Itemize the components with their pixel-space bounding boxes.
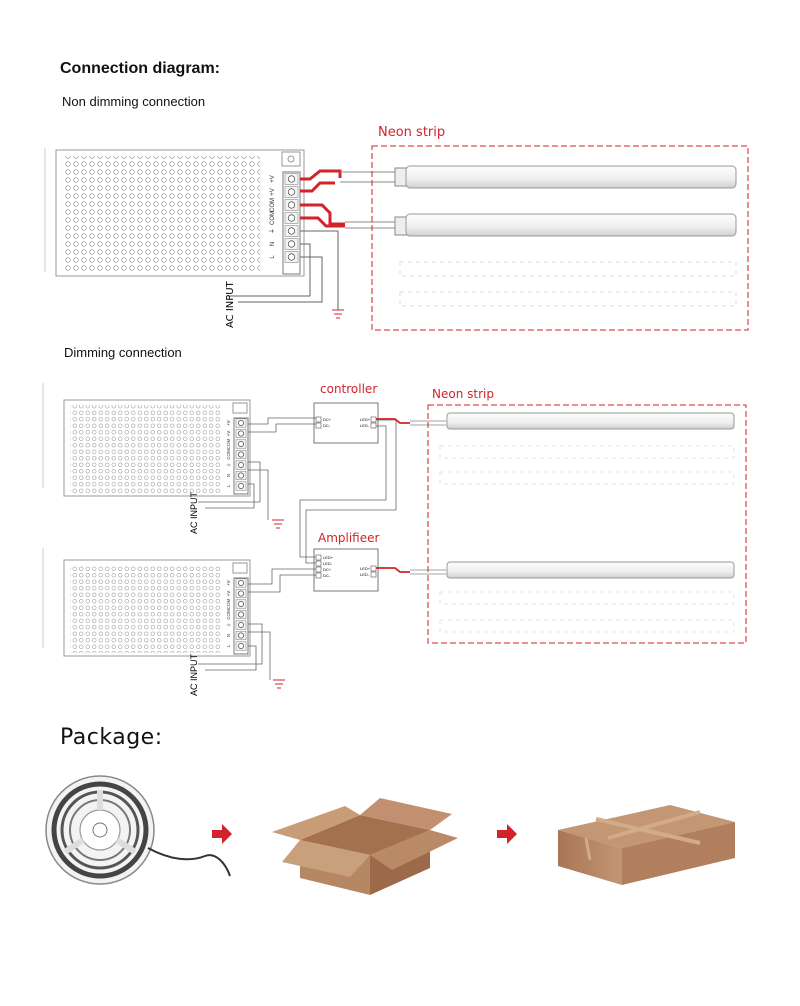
psu-1 (44, 148, 305, 277)
amplifier-in-port-1: LED+ (323, 555, 334, 560)
strip-reel-icon (45, 775, 231, 885)
amplifier-out-port-2: LED- (360, 572, 370, 577)
neon-tube-1 (405, 165, 737, 189)
terminal-label: COM (270, 198, 276, 212)
amplifier-in-port-4: DC- (323, 573, 331, 578)
terminal-label: ⏚ (269, 228, 276, 234)
neon-tube-4 (446, 561, 735, 579)
psu-2 (42, 383, 251, 497)
terminal-screw-icon (287, 201, 296, 209)
terminal-screw-icon (238, 622, 244, 628)
non-dimming-heading: Non dimming connection (62, 94, 206, 109)
amplifier-out-port-1: LED+ (360, 566, 371, 571)
terminal-label: +V (226, 420, 231, 426)
terminal-label: COM (226, 449, 231, 460)
terminal-screw-icon (238, 611, 244, 618)
neon-strip-label-1: Neon strip (378, 125, 446, 140)
ac-input-label-2: AC INPUT (189, 491, 199, 534)
amplifier-box (313, 548, 379, 592)
neon-strip-area-1 (371, 145, 749, 331)
controller-box (313, 402, 379, 444)
terminal-label: +V (270, 188, 276, 196)
terminal-label: +V (270, 175, 276, 183)
controller-in-port-2: DC- (323, 423, 331, 428)
terminal-label: +V (226, 431, 231, 437)
neon-tube-2 (405, 213, 737, 237)
terminal-screw-icon (238, 580, 244, 586)
terminal-label: N (270, 242, 276, 246)
terminal-screw-icon (287, 253, 296, 261)
ground-symbol-1 (332, 309, 344, 319)
terminal-label: ⏚ (225, 623, 231, 628)
ground-symbol-2 (272, 519, 284, 529)
terminal-screw-icon (238, 472, 244, 479)
terminal-label: L (270, 255, 276, 259)
terminal-screw-icon (238, 430, 244, 437)
terminal-screw-icon (238, 483, 244, 489)
controller-label: controller (320, 382, 378, 396)
controller-out-port-1: LED+ (360, 417, 371, 422)
terminal-label: L (226, 644, 231, 647)
terminal-screw-icon (287, 214, 296, 222)
terminal-screw-icon (238, 462, 244, 468)
terminal-screw-icon (238, 451, 244, 458)
ac-input-label-1: AC INPUT (225, 280, 236, 328)
terminal-label: COM (226, 609, 231, 620)
package-title: Package: (60, 725, 163, 750)
amplifier-label: Amplifieer (318, 531, 380, 545)
terminal-label: COM (270, 211, 276, 225)
terminal-screw-icon (238, 643, 244, 649)
ac-input-label-3: AC INPUT (189, 653, 199, 696)
terminal-label: +V (226, 591, 231, 597)
ground-symbol-3 (273, 679, 285, 689)
terminal-screw-icon (238, 601, 244, 607)
closed-box-icon (558, 805, 735, 885)
amplifier-in-port-3: DC+ (323, 567, 332, 572)
terminal-screw-icon (287, 188, 296, 196)
neon-strip-label-2: Neon strip (432, 387, 494, 401)
terminal-screw-icon (238, 590, 244, 597)
neon-strip-area-2 (427, 404, 747, 644)
terminal-label: L (226, 484, 231, 487)
terminal-label: +V (226, 580, 231, 586)
controller-out-port-2: LED- (360, 423, 370, 428)
terminal-screw-icon (238, 441, 244, 447)
neon-tube-3 (446, 412, 735, 430)
terminal-screw-icon (238, 632, 244, 639)
terminal-label: ⏚ (225, 463, 231, 468)
controller-in-port-1: DC+ (323, 417, 332, 422)
dimming-heading: Dimming connection (64, 345, 182, 360)
terminal-label: COM (226, 599, 231, 610)
arrow-right-icon-1 (212, 824, 232, 844)
terminal-label: COM (226, 439, 231, 450)
open-box-icon (272, 798, 458, 895)
psu-3 (42, 548, 251, 657)
amplifier-in-port-2: LED- (323, 561, 333, 566)
terminal-label: N (226, 474, 231, 477)
connection-diagram-title: Connection diagram: (60, 60, 221, 77)
terminal-screw-icon (287, 240, 296, 248)
terminal-screw-icon (238, 420, 244, 426)
arrow-right-icon-2 (497, 824, 517, 844)
terminal-screw-icon (287, 227, 296, 235)
terminal-screw-icon (287, 175, 296, 183)
terminal-label: N (226, 634, 231, 637)
